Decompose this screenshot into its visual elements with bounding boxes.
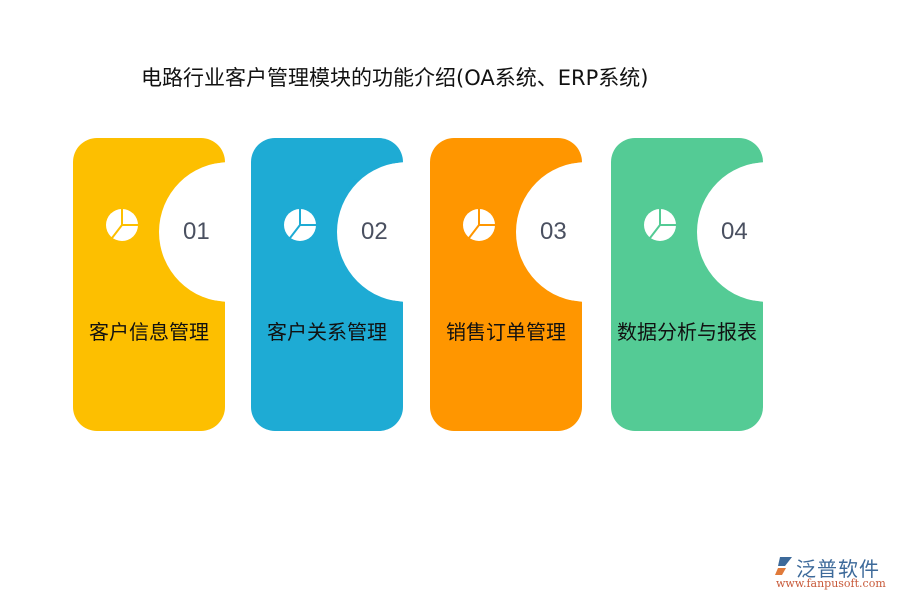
pie-chart-icon [463,209,495,241]
feature-card-1: 01 客户信息管理 [73,138,225,431]
page-title: 电路行业客户管理模块的功能介绍(OA系统、ERP系统) [141,66,649,90]
brand-url: www.fanpusoft.com [776,577,886,590]
card-label: 销售订单管理 [446,320,566,344]
pie-chart-icon [644,209,676,241]
feature-card-4: 04 数据分析与报表 [611,138,763,431]
pie-chart-icon [284,209,316,241]
logo-mark-icon [775,557,792,575]
feature-card-2: 02 客户关系管理 [251,138,403,431]
feature-card-3: 03 销售订单管理 [430,138,582,431]
brand-name: 泛普软件 [796,557,880,581]
card-label: 客户关系管理 [267,320,387,344]
card-number: 03 [540,218,567,245]
card-number: 04 [721,218,748,245]
card-label: 数据分析与报表 [617,320,757,344]
pie-chart-icon [106,209,138,241]
card-number: 02 [361,218,388,245]
card-number: 01 [183,218,210,245]
brand-logo: 泛普软件 www.fanpusoft.com [770,553,895,593]
card-label: 客户信息管理 [89,320,209,344]
